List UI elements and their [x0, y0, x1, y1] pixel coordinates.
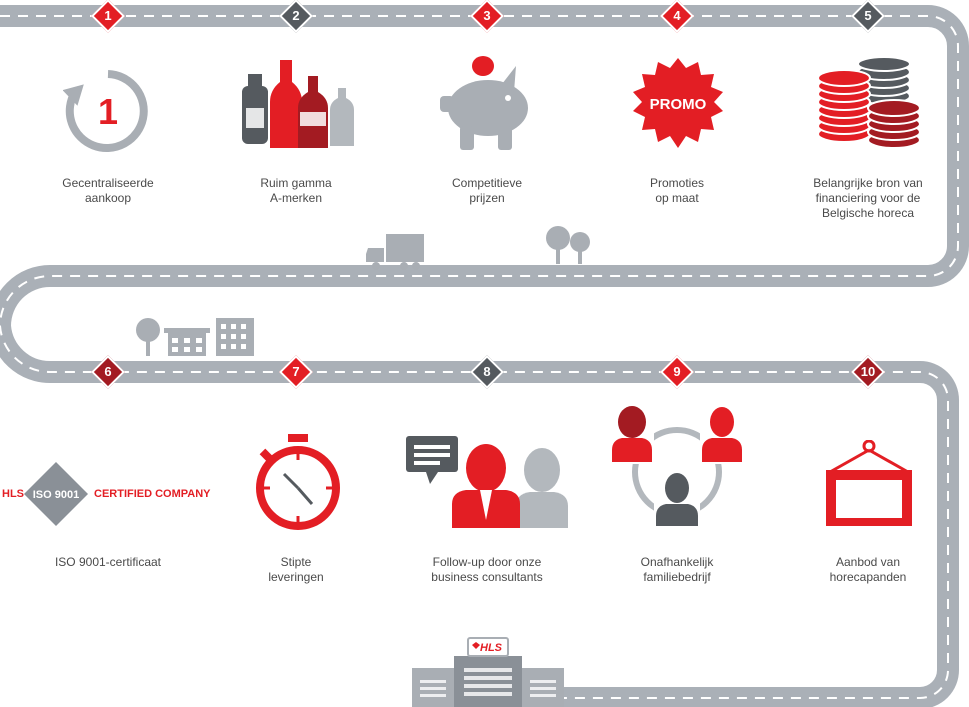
step1-digit: 1	[98, 91, 118, 132]
iso-left-text: HLS	[2, 488, 24, 500]
consultants-icon	[406, 436, 568, 528]
truck-icon	[366, 234, 424, 270]
sign-frame-icon	[826, 440, 912, 526]
step-marker-7: 7	[279, 355, 313, 389]
promo-badge-icon: PROMO	[633, 58, 723, 148]
iso-badge-icon: ISO 9001	[24, 462, 88, 526]
step-marker-5: 5	[851, 0, 885, 33]
step-marker-1: 1	[91, 0, 125, 33]
coin-stacks-icon	[817, 58, 921, 149]
stopwatch-icon	[256, 434, 340, 530]
step-marker-3: 3	[470, 0, 504, 33]
step-marker-10: 10	[851, 355, 885, 389]
step-marker-4: 4	[660, 0, 694, 33]
trees-icon	[546, 226, 590, 264]
piggy-bank-icon	[440, 56, 528, 150]
iso-right-text: CERTIFIED COMPANY	[94, 488, 211, 500]
step-label-6: ISO 9001-certificaat	[54, 555, 162, 569]
step-marker-2: 2	[279, 0, 313, 33]
step-marker-6: 6	[91, 355, 125, 389]
iso-center-text: ISO 9001	[33, 489, 79, 501]
town-icon	[136, 318, 254, 356]
road-surface	[0, 4, 969, 707]
refresh-one-icon: 1	[63, 70, 148, 152]
promo-text: PROMO	[650, 96, 707, 113]
warehouse-icon: HLS	[412, 637, 564, 707]
step-marker-9: 9	[660, 355, 694, 389]
family-network-icon	[610, 406, 744, 528]
step-marker-8: 8	[470, 355, 504, 389]
bottles-icon	[242, 60, 354, 148]
warehouse-logo: HLS	[480, 642, 503, 654]
